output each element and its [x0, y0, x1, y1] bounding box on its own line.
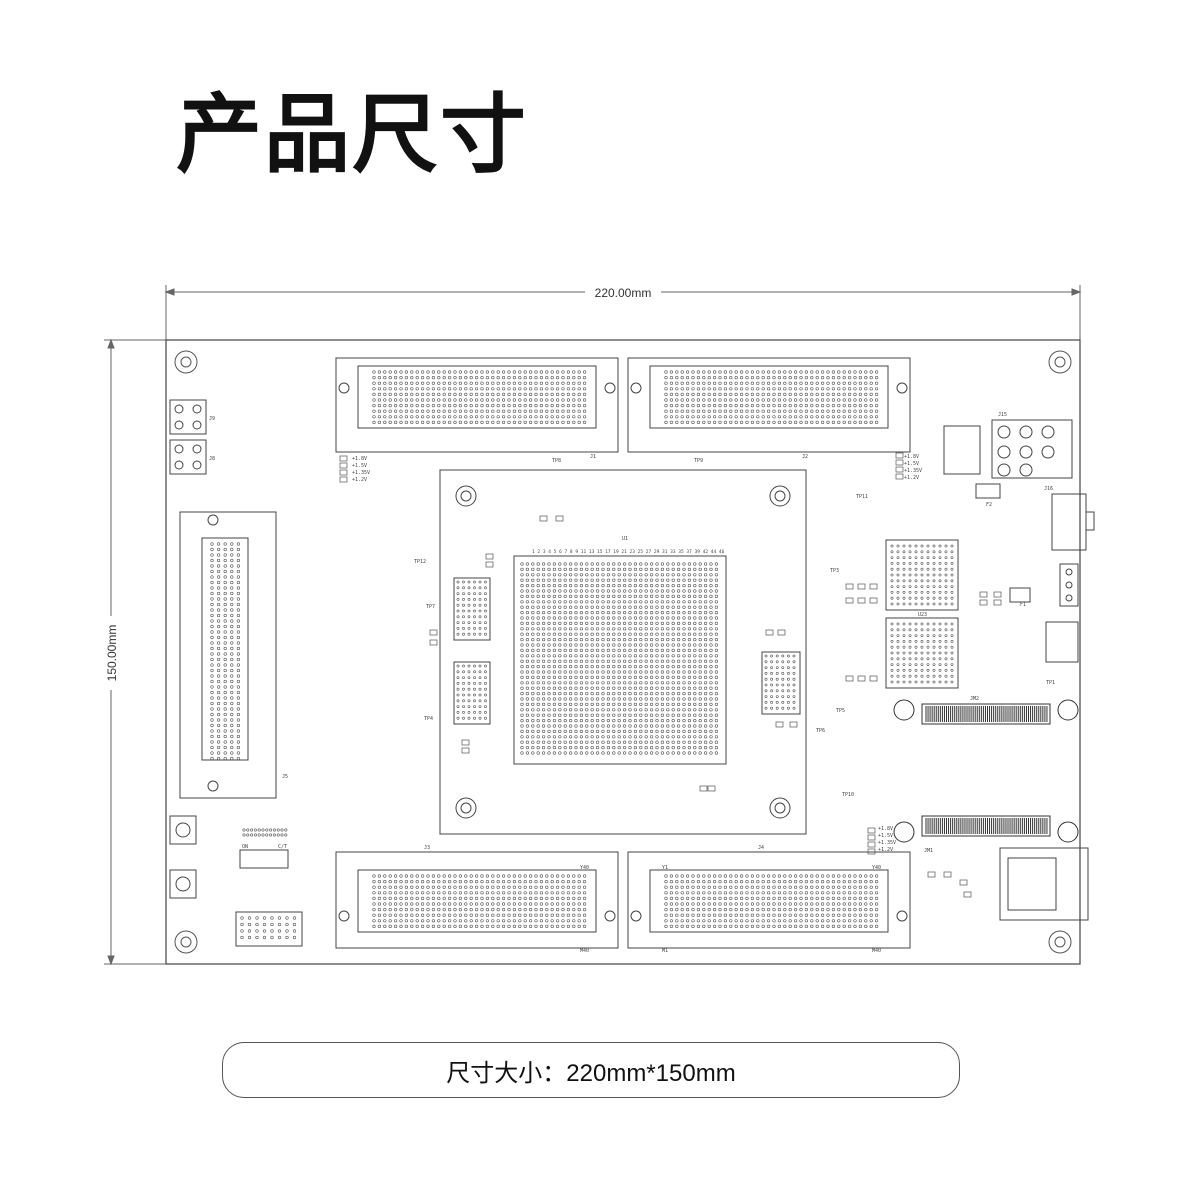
usb-jack: [1045, 621, 1079, 663]
label-J16: J16: [1044, 486, 1053, 492]
connector-J3: [335, 851, 619, 949]
svg-text:TP3: TP3: [830, 568, 839, 574]
label-F1: F1: [1020, 602, 1026, 608]
svg-text:+1.5V: +1.5V: [904, 461, 919, 467]
connector-J3-pins: [372, 874, 587, 929]
svg-text:TP7: TP7: [426, 604, 435, 610]
fuse-F2: [975, 483, 1001, 499]
connector-JM2: [893, 699, 1079, 725]
svg-text:+1.5V: +1.5V: [352, 463, 367, 469]
connector-J5-pins: [210, 542, 240, 761]
label-J4-M40: M40: [872, 948, 881, 954]
svg-text:TP1: TP1: [1046, 680, 1055, 686]
label-J15: J15: [998, 412, 1007, 418]
mounting-holes: [174, 350, 1072, 954]
connector-J4-pins: [664, 874, 879, 929]
board-outline: [165, 339, 1081, 965]
label-J4-Y1: Y1: [662, 865, 668, 871]
label-J3: J3: [424, 845, 430, 851]
svg-text:+1.2V: +1.2V: [352, 477, 367, 483]
push-buttons: [169, 815, 197, 899]
page-title: 产品尺寸: [176, 85, 528, 185]
svg-text:+1.8V: +1.8V: [904, 454, 919, 460]
svg-text:+1.8V: +1.8V: [878, 826, 893, 832]
connector-J1-pins: [372, 370, 587, 425]
label-U1: U1: [622, 536, 628, 542]
connector-J2: [627, 357, 911, 453]
svg-text:TP4: TP4: [424, 716, 433, 722]
label-J8: J8: [209, 456, 215, 462]
svg-text:TP11: TP11: [856, 494, 868, 500]
svg-text:+1.35V: +1.35V: [878, 840, 896, 846]
connector-J2-pins: [664, 370, 879, 425]
svg-text:+1.35V: +1.35V: [352, 470, 370, 476]
svg-text:TP6: TP6: [816, 728, 825, 734]
label-U23: U23: [918, 612, 927, 618]
voltage-labels-bottom: +1.8V +1.5V +1.35V +1.2V: [878, 826, 896, 853]
svg-text:TP10: TP10: [842, 792, 854, 798]
chip-U22: [885, 539, 959, 611]
connector-JM1: [893, 815, 1079, 843]
memory-chip-left: [453, 577, 491, 725]
connector-J15: [991, 419, 1073, 479]
label-J3-M40: M40: [580, 948, 589, 954]
svg-text:TP12: TP12: [414, 559, 426, 565]
svg-text:+1.5V: +1.5V: [878, 833, 893, 839]
rj45-jack: [999, 847, 1089, 921]
connector-J8: [169, 439, 207, 475]
svg-text:+1.2V: +1.2V: [904, 475, 919, 481]
label-F2: F2: [986, 502, 992, 508]
label-JM2: JM2: [970, 696, 979, 702]
svg-text:TP9: TP9: [694, 458, 703, 464]
label-J2: J2: [802, 454, 808, 460]
label-J9: J9: [209, 416, 215, 422]
voltage-labels-left: +1.8V +1.5V +1.35V +1.2V: [352, 456, 370, 483]
terminal-block: [1059, 563, 1079, 607]
label-J4-M1: M1: [662, 948, 668, 954]
height-dimension-label: 150.00mm: [105, 625, 119, 682]
label-CT: C/T: [278, 844, 287, 850]
connector-J16: [1051, 493, 1095, 551]
connector-J1: [335, 357, 619, 453]
fuse-F1: [1009, 587, 1031, 603]
label-ON: ON: [242, 844, 248, 850]
label-J1: J1: [590, 454, 596, 460]
connector-J9: [169, 399, 207, 435]
fpga-module: [439, 469, 807, 835]
label-JM1: JM1: [924, 848, 933, 854]
svg-text:+1.8V: +1.8V: [352, 456, 367, 462]
header-J7: [235, 911, 303, 947]
connector-J4: [627, 851, 911, 949]
memory-chip-right: [761, 651, 801, 715]
test-points: TP8 TP9 TP12 TP7 TP4 TP3 TP5 TP6 TP10 TP…: [414, 458, 1055, 798]
svg-text:+1.35V: +1.35V: [904, 468, 922, 474]
label-J4: J4: [758, 845, 764, 851]
passive-components: [339, 452, 1002, 898]
svg-text:TP8: TP8: [552, 458, 561, 464]
fpga-bga-pins: [520, 562, 719, 755]
svg-text:TP5: TP5: [836, 708, 845, 714]
pcb-dimension-drawing: 220.00mm 150.00mm J1 J2 J3 Y40 M40: [104, 285, 1095, 966]
dip-switch: [239, 849, 289, 869]
size-caption: 尺寸大小：220mm*150mm: [222, 1042, 960, 1098]
voltage-labels-right: +1.8V +1.5V +1.35V +1.2V: [904, 454, 922, 481]
label-J3-Y40: Y40: [580, 865, 589, 871]
label-J4-Y40: Y40: [872, 865, 881, 871]
eth-transformer: [943, 425, 981, 475]
fpga-column-numbers: 1 2 3 4 5 6 7 8 9 11 13 15 17 19 21 23 2…: [532, 549, 725, 555]
svg-text:+1.2V: +1.2V: [878, 847, 893, 853]
label-J5: J5: [282, 774, 288, 780]
chip-U23: [885, 617, 959, 689]
width-dimension-label: 220.00mm: [595, 286, 652, 300]
